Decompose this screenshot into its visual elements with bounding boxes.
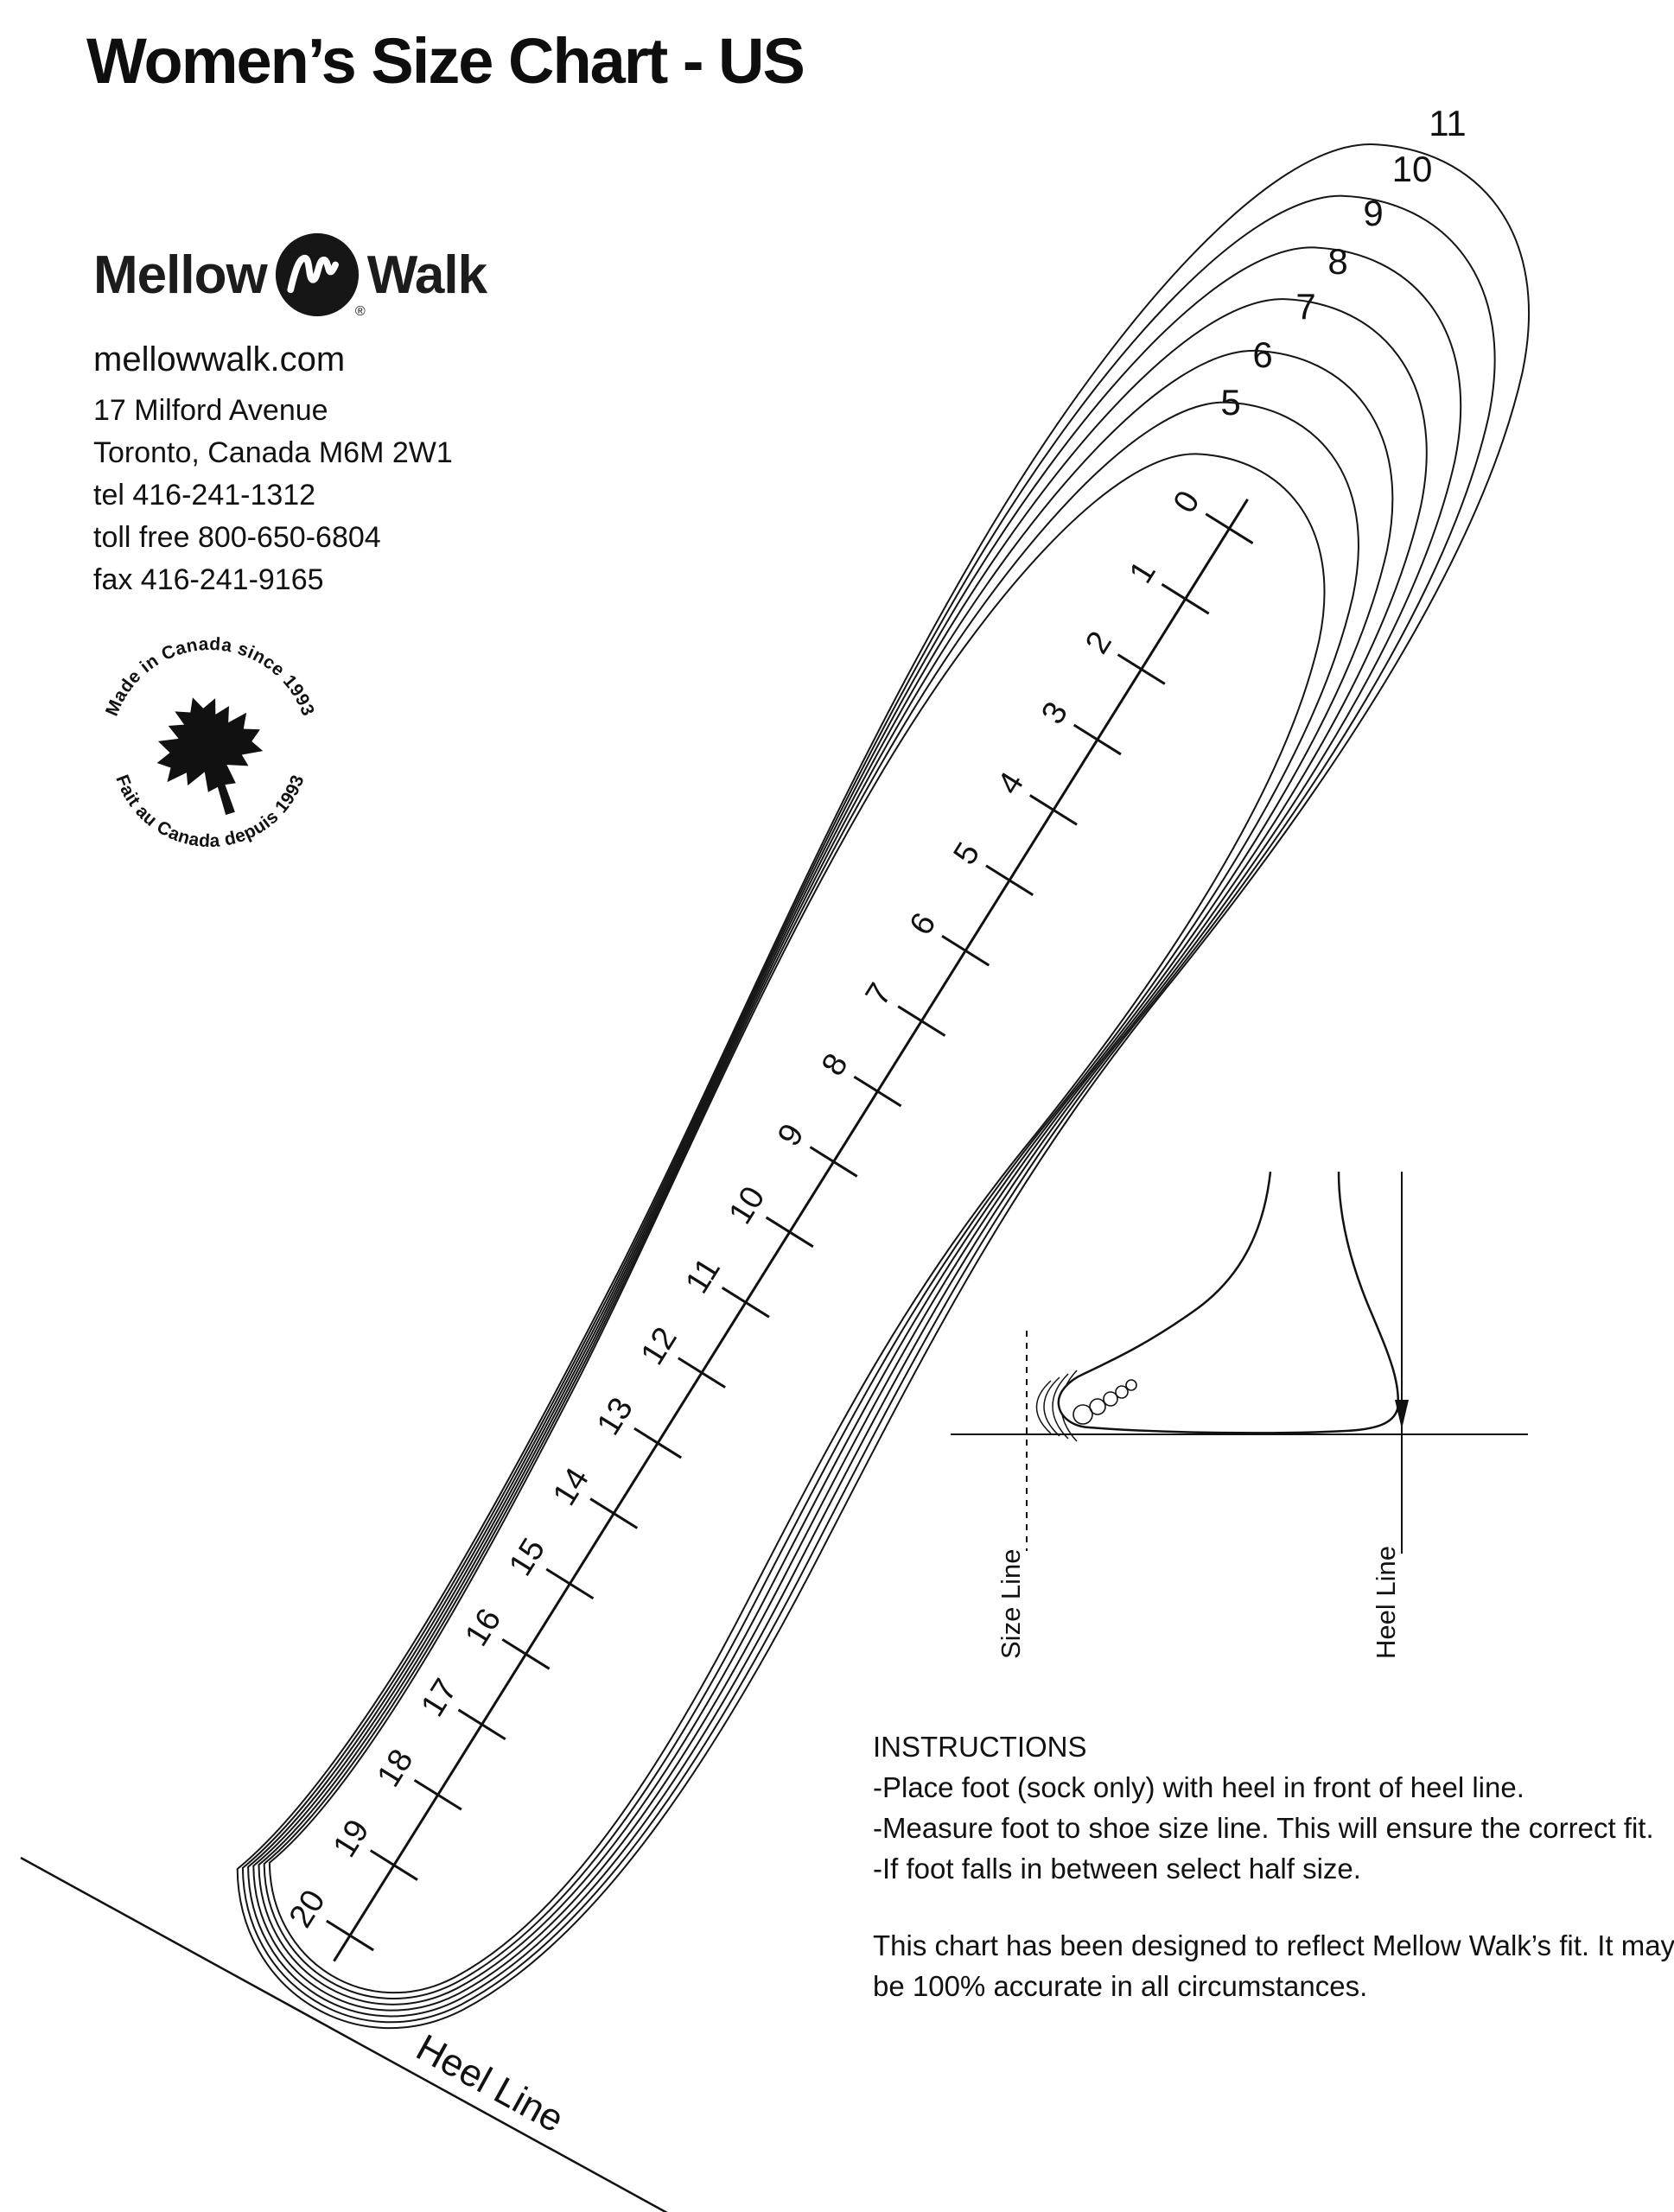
ruler-number: 6 [903,906,944,941]
ruler-tick [501,1638,551,1670]
ruler-number: 18 [371,1743,421,1793]
disclaimer-text: This chart has been designed to reflect … [873,1929,1674,2002]
instructions-heading: INSTRUCTIONS [873,1731,1087,1763]
ruler-number: 5 [946,836,987,871]
toll-free-line: toll free 800-650-6804 [93,521,381,554]
heel-arrow-icon [1395,1400,1409,1429]
logo-m-emblem-icon: ® [274,232,366,319]
toe-size-arc [1043,1376,1060,1437]
ruler-tick [413,1778,462,1811]
diagram-heel-line-label: Heel Line [1371,1546,1401,1659]
ruler-tick [985,864,1034,897]
ruler-number: 2 [1079,626,1119,660]
ruler-tick [678,1357,726,1389]
made-in-canada-stamp: Made in Canada since 1993 Fait au Canada… [102,634,318,851]
website: mellowwalk.com [93,340,346,378]
ruler-number: 14 [546,1462,596,1512]
insole-size-label: 6 [1252,334,1272,375]
ruler-tick [1205,512,1254,544]
ruler-number: 0 [1167,485,1207,519]
ruler-tick [1161,582,1210,615]
ruler-tick [326,1919,374,1952]
ruler-number: 20 [283,1884,333,1934]
ruler-tick [1117,653,1166,685]
toe-size-arc [1052,1373,1069,1440]
logo-m-swoosh [287,254,339,294]
insole-size-label: 7 [1295,286,1315,327]
ruler-number: 12 [634,1321,684,1371]
ruler-tick [765,1216,814,1249]
page-title: Women’s Size Chart - US [86,25,805,97]
insole-size-label: 11 [1429,103,1467,143]
maple-leaf-icon [156,697,264,816]
instructions-block: INSTRUCTIONS -Place foot (sock only) wit… [873,1726,1674,1889]
contact-block: mellowwalk.com 17 Milford Avenue Toronto… [93,339,453,601]
registered-mark: ® [354,304,366,319]
ruler-tick [809,1146,858,1178]
insole-outline [169,276,1486,2082]
size-line-label: Size Line [996,1548,1026,1659]
fax-line: fax 416-241-9165 [93,563,324,596]
ruler-number: 17 [414,1673,464,1723]
toe-circle [1103,1391,1118,1407]
ruler-number: 3 [1034,696,1075,730]
ruler-tick [897,1005,946,1037]
logo-word-walk: Walk [366,245,487,305]
insole-outline [152,168,1561,2100]
insole-size-label: 8 [1327,241,1347,282]
ruler-tick [941,934,990,967]
ruler-tick [633,1427,683,1459]
toe-circle [1115,1385,1129,1399]
insole-outline [186,385,1411,2065]
ruler-tick [1073,723,1122,756]
toe-circle [1125,1379,1137,1391]
ruler-number: 16 [458,1603,508,1653]
ruler-number: 4 [990,766,1031,801]
address-line: 17 Milford Avenue [93,394,328,427]
ruler-number: 8 [815,1047,856,1082]
ruler-tick [545,1567,595,1600]
ruler-axis-line [333,499,1249,1962]
ruler-number: 9 [771,1118,812,1153]
foot-profile-outline [1057,1171,1399,1434]
foot-measure-diagram: Size Line Heel Line [951,1171,1528,1659]
ruler-number: 19 [327,1814,377,1864]
ruler-tick [369,1849,418,1881]
toe-circle [1089,1398,1106,1415]
insole-size-label: 9 [1363,193,1383,233]
toe-circle [1073,1404,1093,1425]
ruler-number: 13 [590,1391,640,1441]
ruler-tick [721,1287,770,1319]
insole-size-label: 10 [1392,149,1433,189]
ruler-number: 7 [859,977,900,1012]
ruler-number: 15 [502,1532,552,1582]
address-line: Toronto, Canada M6M 2W1 [93,436,453,469]
insole-outline [161,223,1524,2091]
logo-word-mellow: Mellow [93,245,268,305]
ruler-number: 11 [678,1252,728,1300]
instruction-line: -If foot falls in between select half si… [873,1853,1361,1885]
insole-outline [178,331,1449,2074]
ruler-tick [1029,794,1078,826]
ruler-tick [853,1075,902,1108]
instruction-line: -Measure foot to shoe size line. This wi… [873,1812,1654,1844]
ruler-tick [457,1708,506,1740]
toe-size-arc [1035,1380,1052,1434]
mellow-walk-logo: Mellow ® Walk [93,232,487,319]
ruler-number: 10 [722,1180,773,1230]
ruler-number: 1 [1123,555,1163,589]
ruler-tick [589,1497,639,1529]
phone-line: tel 416-241-1312 [93,479,316,512]
instruction-line: -Place foot (sock only) with heel in fro… [873,1771,1524,1803]
heel-line [20,1856,668,2212]
insole-size-label: 5 [1220,382,1240,423]
logo-m-emblem-svg [275,232,359,317]
